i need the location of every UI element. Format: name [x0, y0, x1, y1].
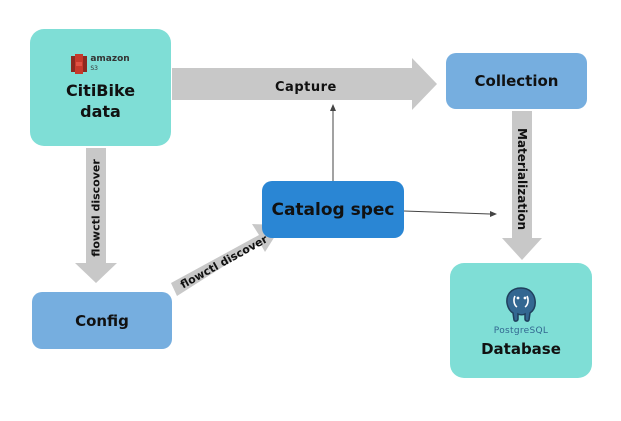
- postgresql-elephant-icon: [506, 286, 536, 322]
- aws-s3-icon: [71, 53, 88, 74]
- materialization-label: Materialization: [515, 128, 529, 230]
- s3-brand-text: S3: [90, 64, 98, 72]
- discover-diagonal-arrow: [171, 224, 282, 296]
- capture-label: Capture: [275, 80, 337, 95]
- catalog-to-database-line: [403, 210, 491, 215]
- catalog-to-database-arrowhead: [490, 211, 497, 217]
- postgresql-logo-text: PostgreSQL: [493, 325, 549, 336]
- collection-node: Collection: [446, 53, 587, 109]
- catalog-to-capture-arrowhead: [330, 104, 336, 111]
- capture-arrow: [172, 58, 437, 110]
- materialization-arrow: [502, 111, 542, 260]
- config-label: Config: [75, 311, 129, 330]
- amazon-s3-logo: amazon S3: [71, 53, 130, 74]
- amazon-brand-text: amazon: [90, 53, 130, 64]
- discover-vertical-label: flowctl discover: [89, 159, 103, 257]
- config-node: Config: [32, 292, 172, 349]
- citibike-data-node: amazon S3 CitiBike data: [30, 29, 171, 146]
- collection-label: Collection: [474, 72, 559, 90]
- citibike-subtitle: data: [80, 101, 121, 121]
- database-label: Database: [481, 339, 561, 358]
- citibike-title: CitiBike: [65, 80, 136, 100]
- catalog-spec-label: Catalog spec: [271, 199, 395, 220]
- database-node: PostgreSQL Database: [450, 263, 592, 378]
- catalog-spec-node: Catalog spec: [262, 181, 404, 238]
- discover-vertical-arrow: [75, 148, 117, 283]
